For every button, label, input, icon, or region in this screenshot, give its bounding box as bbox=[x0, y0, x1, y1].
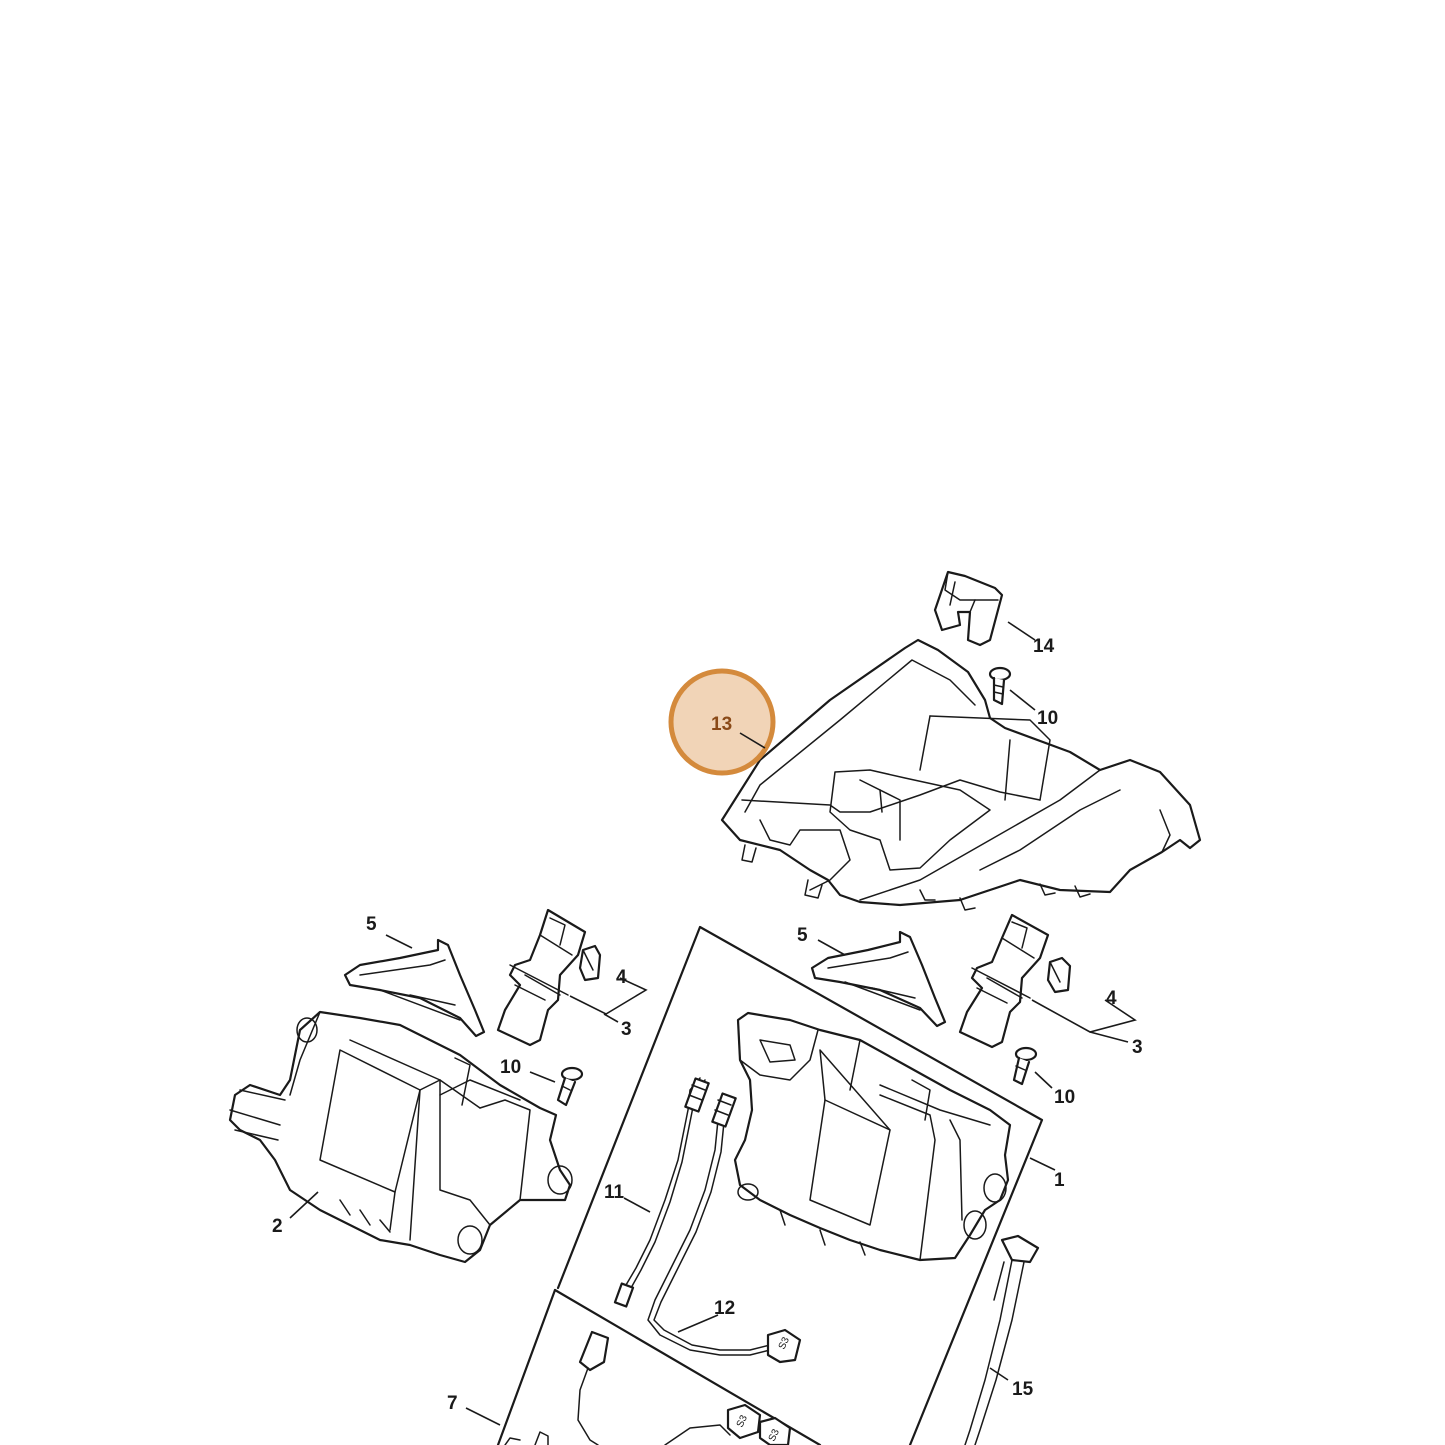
callout-10-left[interactable]: 10 bbox=[500, 1057, 521, 1078]
part-5-bracket-left[interactable] bbox=[343, 938, 486, 1038]
callout-1[interactable]: 1 bbox=[1054, 1170, 1065, 1191]
leader-lines bbox=[289, 621, 1137, 1426]
part-1-motor-unit-right[interactable] bbox=[733, 1011, 1012, 1262]
callout-4-left[interactable]: 4 bbox=[616, 967, 627, 988]
callout-3-right[interactable]: 3 bbox=[1132, 1037, 1143, 1058]
callout-4-right[interactable]: 4 bbox=[1106, 988, 1117, 1009]
part-4-cap-right[interactable] bbox=[1046, 956, 1072, 994]
part-2-motor-unit-left[interactable] bbox=[228, 1010, 573, 1264]
callout-10-top[interactable]: 10 bbox=[1037, 708, 1058, 729]
callout-13[interactable]: 13 bbox=[711, 714, 732, 735]
part-4-cap-left[interactable] bbox=[578, 944, 602, 982]
callout-3-left[interactable]: 3 bbox=[621, 1019, 632, 1040]
callout-11[interactable]: 11 bbox=[604, 1182, 625, 1203]
callout-5-left[interactable]: 5 bbox=[366, 914, 377, 935]
part-14-clip[interactable] bbox=[933, 570, 1004, 647]
part-7-switch-assembly[interactable]: S3 S3 bbox=[504, 1330, 792, 1445]
highlight-marker-13[interactable] bbox=[668, 668, 776, 776]
connector-tag-s3-c: S3 bbox=[767, 1427, 782, 1443]
connector-tag-s3-a: S3 bbox=[777, 1335, 792, 1351]
connector-tag-s3-b: S3 bbox=[735, 1413, 750, 1429]
callout-12[interactable]: 12 bbox=[714, 1298, 735, 1319]
part-10-screw-top[interactable] bbox=[988, 666, 1012, 706]
callout-7[interactable]: 7 bbox=[447, 1393, 458, 1414]
part-3-latch-right[interactable] bbox=[958, 913, 1050, 1049]
part-15-sensor-strip[interactable] bbox=[964, 1234, 1040, 1445]
callout-14[interactable]: 14 bbox=[1033, 636, 1055, 657]
callout-5-right[interactable]: 5 bbox=[797, 925, 808, 946]
part-10-screw-left[interactable] bbox=[556, 1066, 584, 1107]
callout-2[interactable]: 2 bbox=[272, 1216, 283, 1237]
part-10-screw-right[interactable] bbox=[1012, 1046, 1038, 1086]
part-11-cable-left[interactable] bbox=[613, 1077, 710, 1308]
part-3-latch-left[interactable] bbox=[496, 908, 587, 1047]
callout-labels: 14 10 13 5 4 3 10 5 4 3 10 1 2 11 12 15 … bbox=[272, 636, 1143, 1414]
callout-10-right[interactable]: 10 bbox=[1054, 1087, 1075, 1108]
part-13-housing-cover[interactable] bbox=[720, 638, 1202, 911]
part-5-bracket-right[interactable] bbox=[810, 930, 947, 1028]
callout-15[interactable]: 15 bbox=[1012, 1379, 1034, 1400]
part-12-cable-right[interactable]: S3 bbox=[647, 1092, 802, 1364]
